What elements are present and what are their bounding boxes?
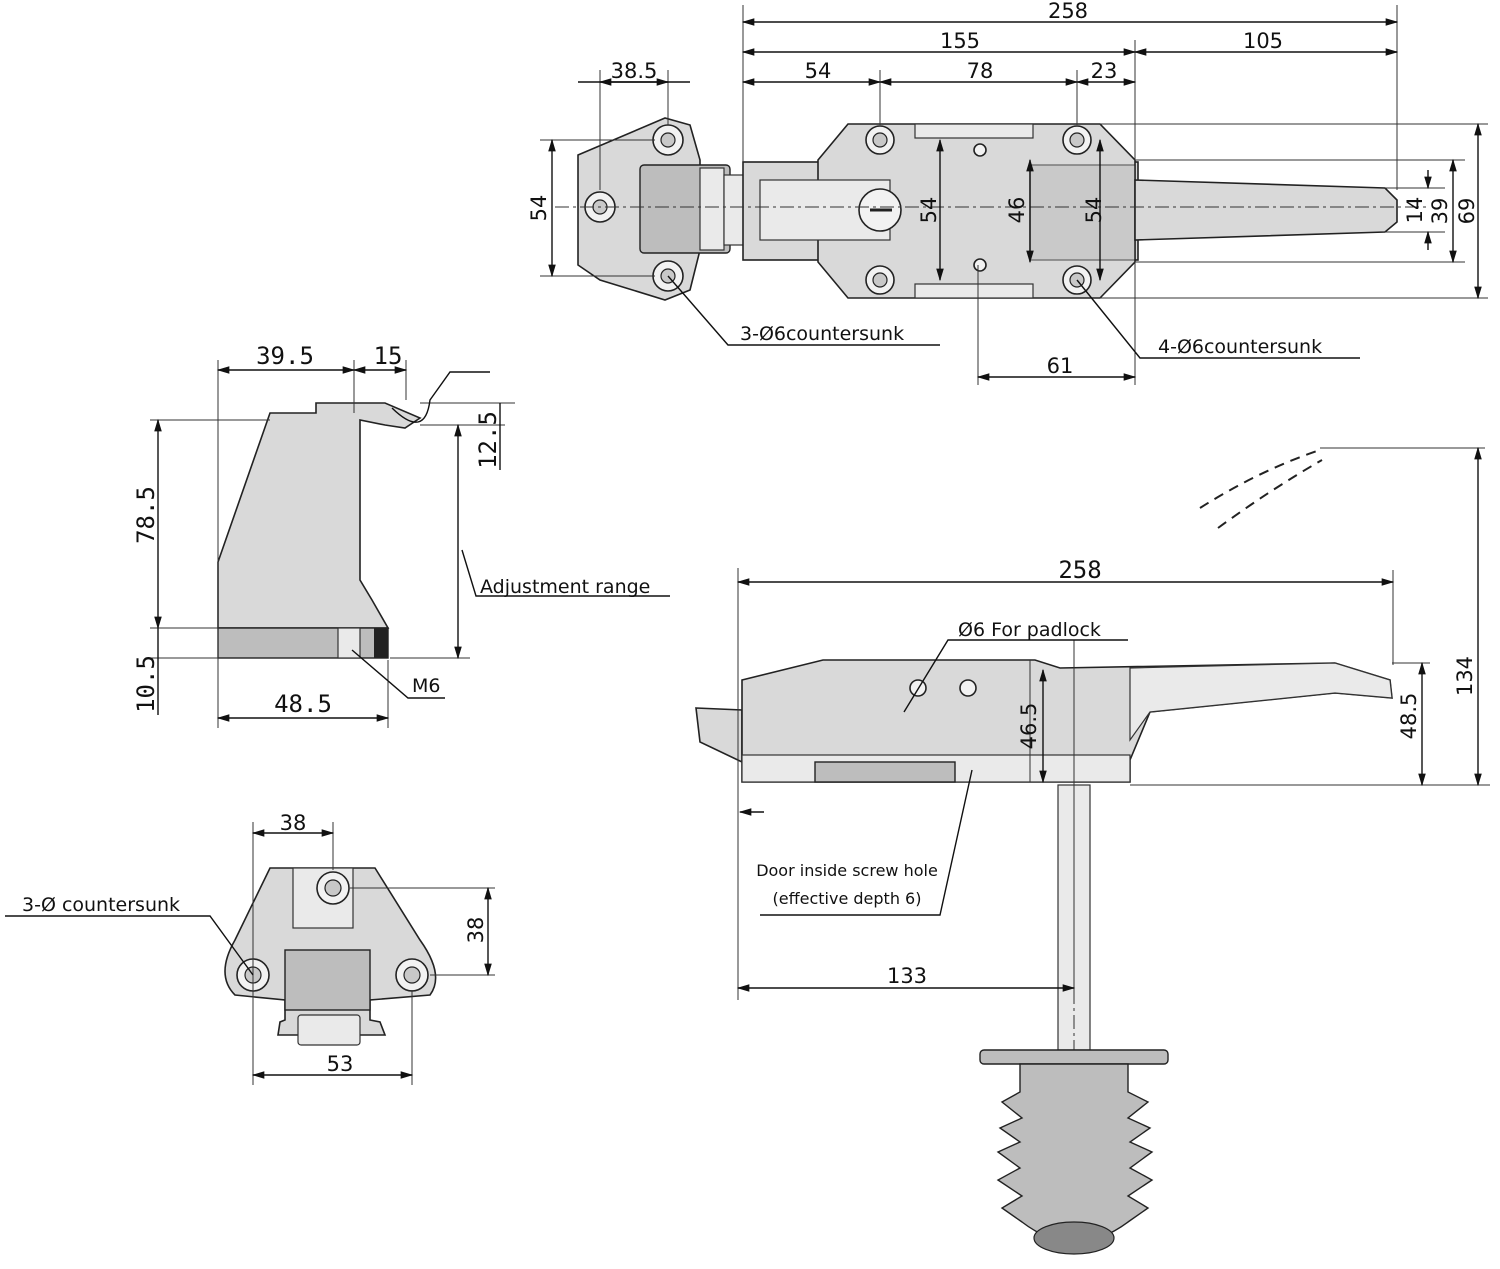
side-view: 258 134 48.5 46.5 133 Ø6 For padlock Doo… (695, 446, 1490, 1255)
dim-61: 61 (1047, 354, 1074, 378)
dim-78: 78 (967, 59, 994, 83)
body-hole-1-inner (872, 132, 888, 148)
note-hinge-holes: 3-Ø6countersunk (740, 323, 904, 345)
swing-arc-inner (1217, 459, 1323, 529)
note-screw-hole-2: (effective depth 6) (773, 889, 922, 908)
leader-m6 (351, 649, 445, 699)
latch-tongue (695, 707, 743, 764)
body-small-hole-1 (973, 143, 987, 157)
note-m6: M6 (412, 675, 440, 697)
latch-handle (1134, 179, 1398, 241)
strike-base (217, 627, 389, 659)
strike-base-edge (374, 628, 388, 658)
dim-258: 258 (1048, 0, 1088, 23)
dim-53: 53 (327, 1052, 354, 1076)
dim-12-5: 12.5 (474, 411, 502, 469)
latch-shade (1029, 164, 1136, 261)
dim-body-54a: 54 (917, 197, 941, 224)
side-body-base-shade (814, 761, 956, 783)
hinge-pin-face (297, 1014, 361, 1046)
body-hole-2-inner (1069, 132, 1085, 148)
dim-hinge-54: 54 (527, 195, 551, 222)
hinge-view: 38 38 53 3-Ø countersunk (5, 811, 495, 1085)
top-view: 258 155 105 54 78 23 38.5 54 54 46 54 14… (527, 0, 1488, 385)
note-body-holes: 4-Ø6countersunk (1158, 336, 1322, 358)
hinge-hole-2-inner (660, 132, 676, 148)
dim-38-side: 38 (464, 917, 488, 944)
dim-15: 15 (374, 342, 403, 370)
body-small-hole-2 (973, 258, 987, 272)
dim-39-5: 39.5 (256, 342, 314, 370)
strike-view: 39.5 15 12.5 78.5 10.5 48.5 Adjustment r… (132, 342, 670, 728)
note-screw-hole-1: Door inside screw hole (756, 861, 938, 880)
dim-69: 69 (1455, 198, 1479, 225)
dim-134: 134 (1453, 656, 1477, 696)
strike-body (217, 402, 422, 629)
dim-38-top: 38 (280, 811, 307, 835)
dim-23: 23 (1091, 59, 1118, 83)
side-hole (959, 679, 977, 697)
dim-46-5: 46.5 (1017, 703, 1041, 750)
dim-14: 14 (1403, 197, 1427, 224)
strike-thread (337, 627, 361, 659)
leader-adjust (461, 549, 670, 597)
hinge-plate (577, 117, 701, 301)
hinge-knuckle (699, 167, 725, 251)
body-hole-3-inner (872, 272, 888, 288)
note-padlock: Ø6 For padlock (958, 619, 1101, 641)
leader-hinge-holes (667, 275, 940, 346)
dim-10-5: 10.5 (132, 655, 160, 713)
dim-body-46: 46 (1005, 197, 1029, 224)
leader-hinge-view-holes (5, 915, 254, 976)
hinge-view-hole-top-inner (324, 879, 342, 897)
dim-155: 155 (940, 29, 980, 53)
dim-side-258: 258 (1058, 556, 1101, 584)
hinge-pin (723, 174, 745, 246)
dim-39: 39 (1428, 198, 1452, 225)
dim-48-5: 48.5 (274, 690, 332, 718)
knob-flange (979, 1049, 1169, 1065)
leader-padlock (903, 639, 1128, 713)
dim-54: 54 (805, 59, 832, 83)
dim-78-5: 78.5 (132, 486, 160, 544)
dim-side-48-5: 48.5 (1397, 693, 1421, 740)
latch-slot-top (914, 123, 1034, 139)
dim-133: 133 (887, 964, 927, 988)
side-handle (1129, 662, 1393, 742)
dim-105: 105 (1243, 29, 1283, 53)
note-adjustment: Adjustment range (480, 576, 650, 598)
note-hinge-view-holes: 3-Ø countersunk (22, 894, 180, 916)
leader-screw-hole (760, 769, 973, 916)
hinge-view-hole-right-inner (403, 966, 421, 984)
leader-body-holes (1076, 279, 1360, 359)
knob-ribbed (996, 1063, 1154, 1243)
dim-body-54b: 54 (1082, 197, 1106, 224)
dim-38-5: 38.5 (611, 59, 658, 83)
latch-slot-bottom (914, 283, 1034, 299)
leader-lip (391, 371, 490, 423)
hinge-knuckle-face (284, 949, 371, 1011)
swing-arc-outer (1199, 449, 1321, 509)
knob-cap (1033, 1221, 1115, 1255)
